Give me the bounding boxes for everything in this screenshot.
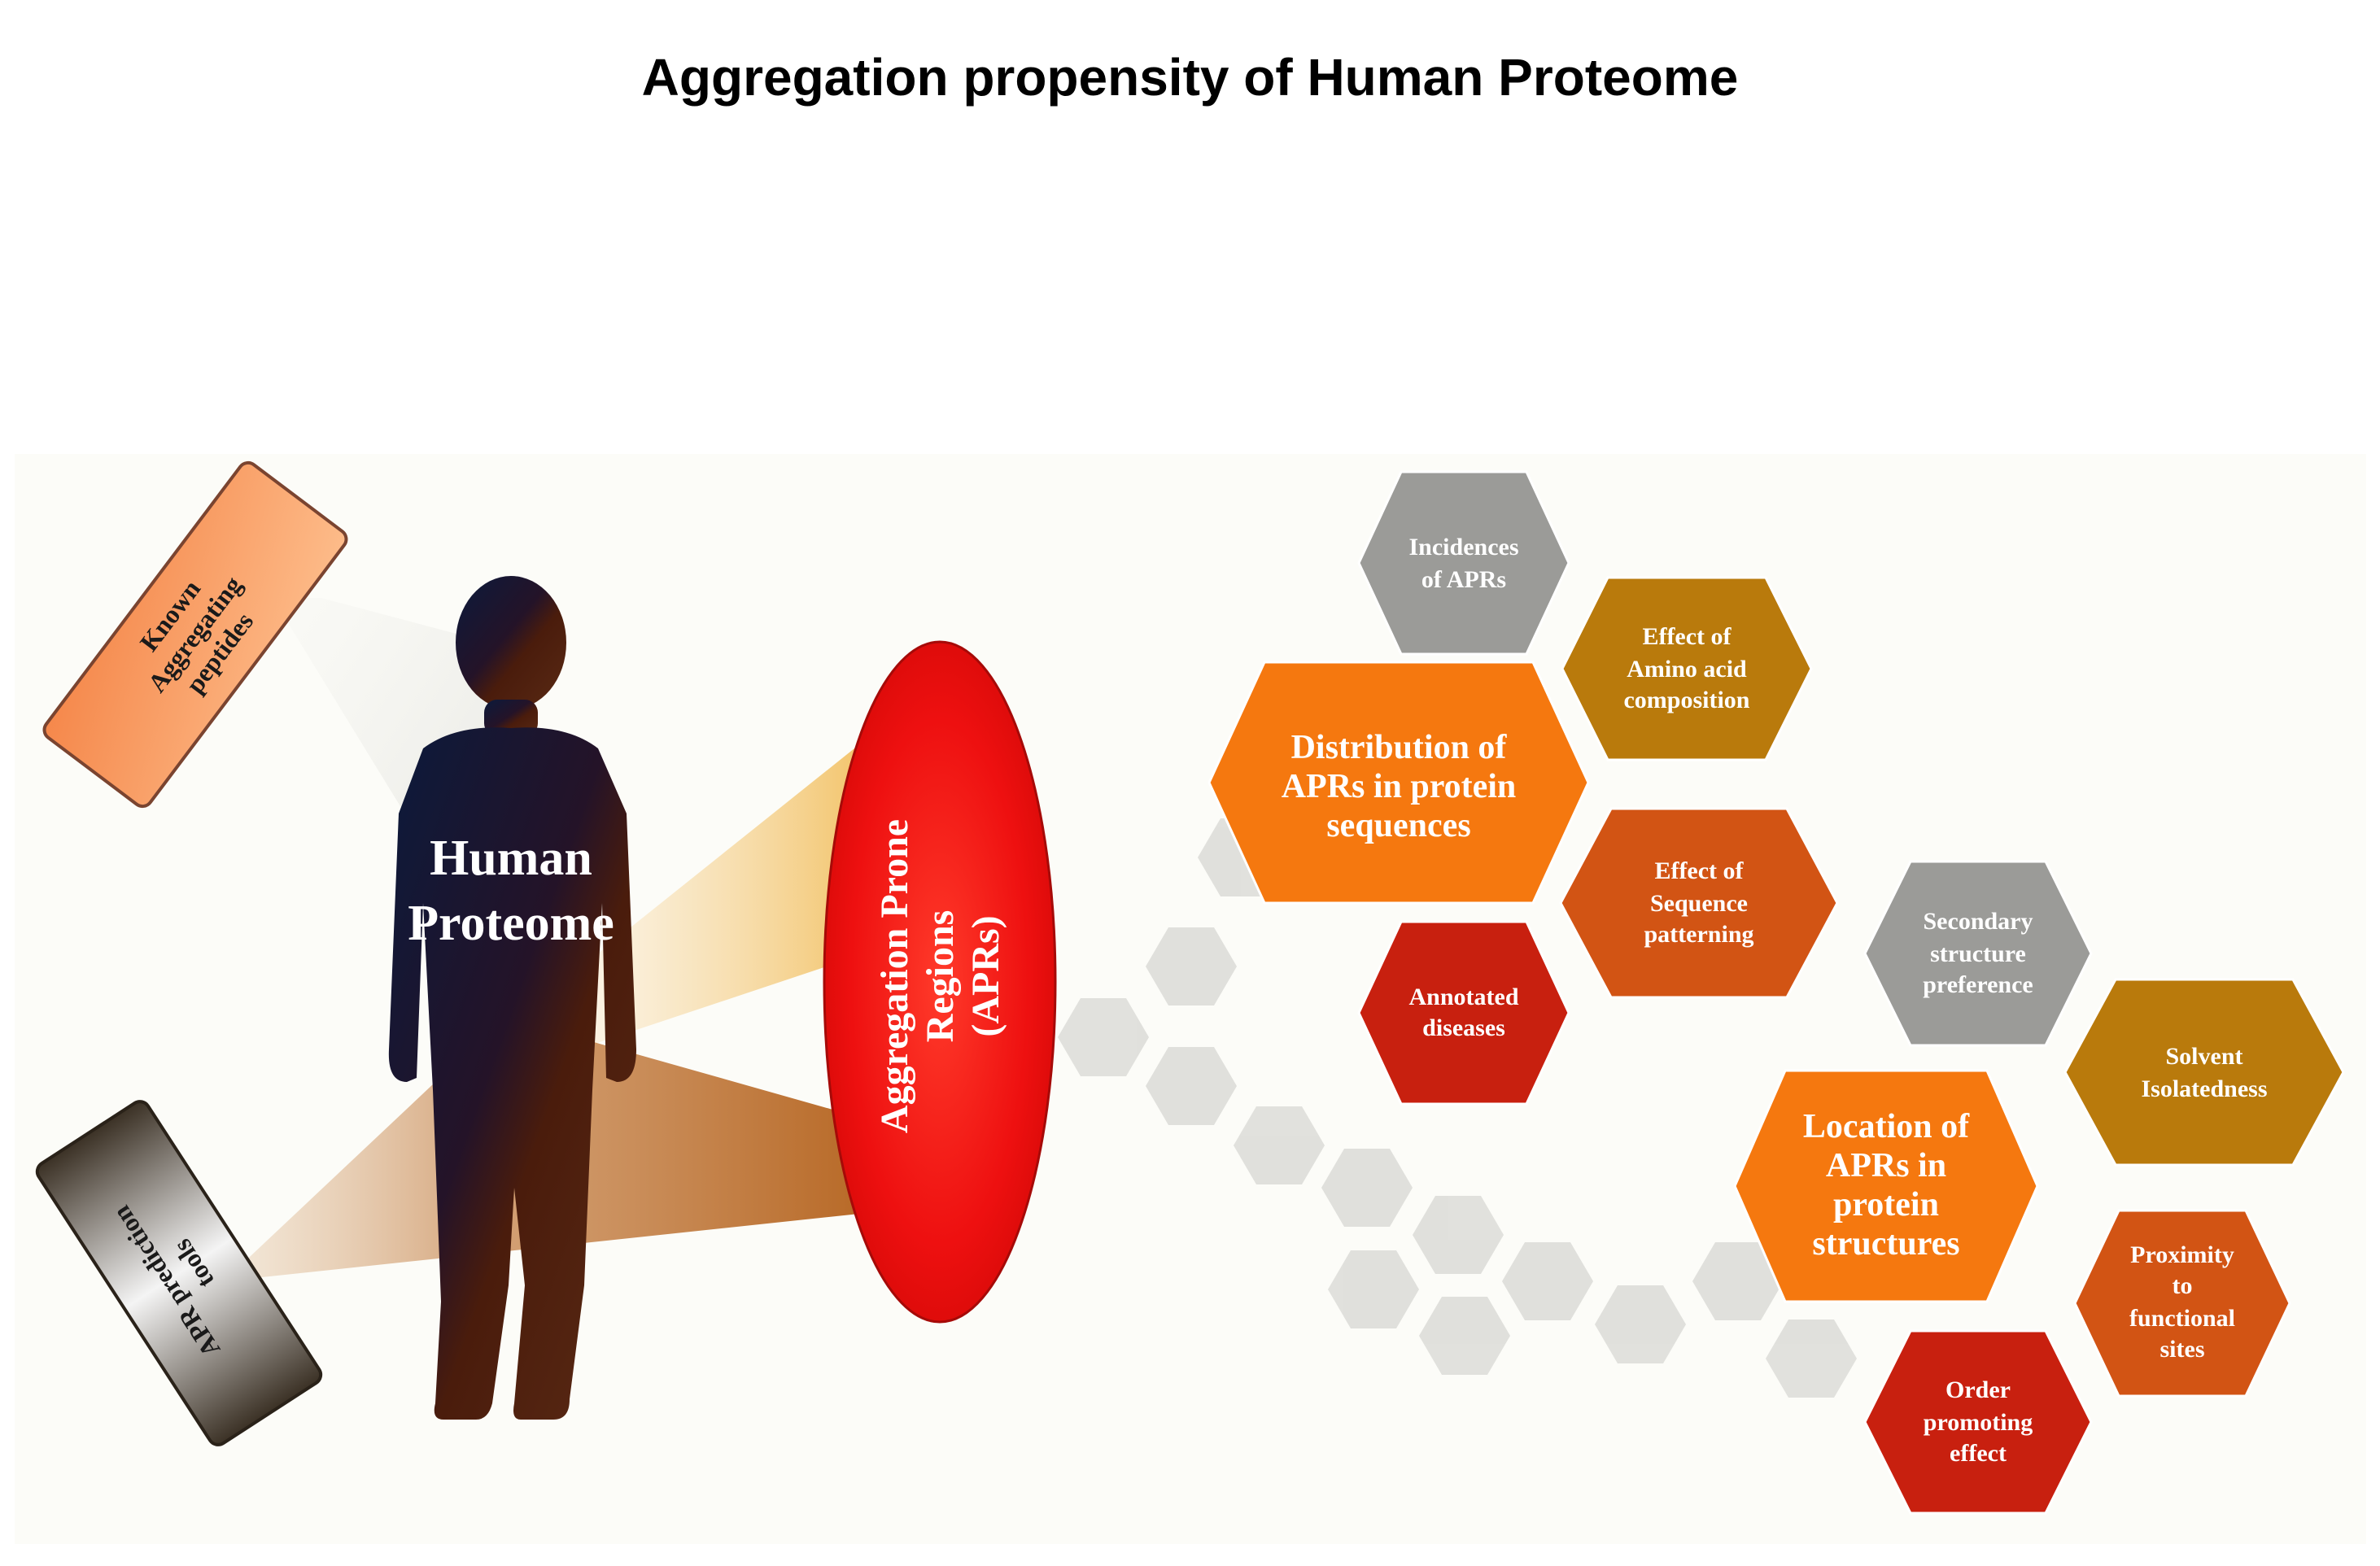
hex-solvent: Solvent Isolatedness [2063, 978, 2345, 1167]
hex-sequence-patterning: Effect of Sequence patterning [1559, 807, 1839, 999]
hex-order-promoting-line-3: effect [1950, 1440, 2007, 1467]
hex-amino-acid-line-1: Effect of [1642, 623, 1732, 650]
hex-distribution-line-3: sequences [1326, 807, 1470, 844]
hex-distribution-line-2: APRs in protein [1282, 768, 1517, 805]
human-label-line-1: Human [430, 831, 592, 886]
hex-solvent-line-2: Isolatedness [2141, 1075, 2267, 1102]
hex-incidences: Incidences of APRs [1357, 470, 1570, 656]
hex-proximity: Proximity to functional sites [2073, 1209, 2291, 1398]
apr-oval [823, 640, 1057, 1324]
hex-order-promoting: Order promoting effect [1863, 1329, 2093, 1515]
apr-prediction-tools-box: APR prediction tools [35, 1100, 323, 1446]
hex-sequence-patterning-line-2: Sequence [1650, 890, 1748, 917]
hex-proximity-line-3: functional [2129, 1305, 2235, 1332]
hex-annotated-diseases: Annotated diseases [1357, 920, 1570, 1106]
hex-distribution: Distribution of APRs in protein sequence… [1207, 661, 1590, 905]
hex-amino-acid-line-3: composition [1623, 687, 1749, 713]
hex-location-line-1: Location of [1803, 1108, 1970, 1145]
hex-order-promoting-line-1: Order [1945, 1376, 2011, 1403]
page-title: Aggregation propensity of Human Proteome [641, 48, 1739, 107]
hex-amino-acid: Effect of Amino acid composition [1561, 576, 1813, 761]
hex-distribution-line-1: Distribution of [1291, 729, 1508, 766]
human-label-line-2: Proteome [408, 896, 614, 951]
hex-secondary-structure-line-3: preference [1923, 971, 2033, 998]
apr-oval-line-2: Regions [919, 910, 962, 1043]
hex-secondary-structure-line-1: Secondary [1924, 908, 2033, 935]
hex-location-line-3: protein [1833, 1186, 1939, 1224]
hex-proximity-line-1: Proximity [2130, 1241, 2234, 1268]
apr-oval-label: Aggregation Prone Regions (APRs) [873, 819, 1007, 1133]
hex-location-line-2: APRs in [1826, 1147, 1946, 1184]
hex-annotated-diseases-line-2: diseases [1422, 1014, 1505, 1041]
hex-solvent-line-1: Solvent [2165, 1043, 2242, 1070]
hex-location-line-4: structures [1812, 1225, 1959, 1263]
human-silhouette-icon [388, 576, 636, 1420]
known-peptides-box: Known Aggregating peptides [42, 460, 348, 809]
hex-location: Location of APRs in protein structures [1733, 1069, 2039, 1303]
hexagon-trail [1058, 818, 1857, 1398]
hex-amino-acid-line-2: Amino acid [1627, 656, 1747, 683]
hex-secondary-structure: Secondary structure preference [1863, 860, 2093, 1047]
hex-proximity-line-2: to [2173, 1272, 2193, 1299]
hex-incidences-line-2: of APRs [1421, 566, 1506, 593]
hex-sequence-patterning-line-1: Effect of [1654, 857, 1744, 884]
hex-incidences-line-1: Incidences [1409, 534, 1519, 561]
hex-proximity-line-4: sites [2160, 1336, 2205, 1363]
apr-oval-line-1: Aggregation Prone [873, 819, 916, 1133]
hex-order-promoting-line-2: promoting [1924, 1409, 2033, 1436]
hex-secondary-structure-line-2: structure [1930, 940, 2026, 967]
apr-oval-line-3: (APRs) [964, 915, 1007, 1036]
upper-beam [504, 732, 895, 1074]
hex-annotated-diseases-line-1: Annotated [1408, 984, 1518, 1010]
hex-sequence-patterning-line-3: patterning [1644, 921, 1754, 948]
